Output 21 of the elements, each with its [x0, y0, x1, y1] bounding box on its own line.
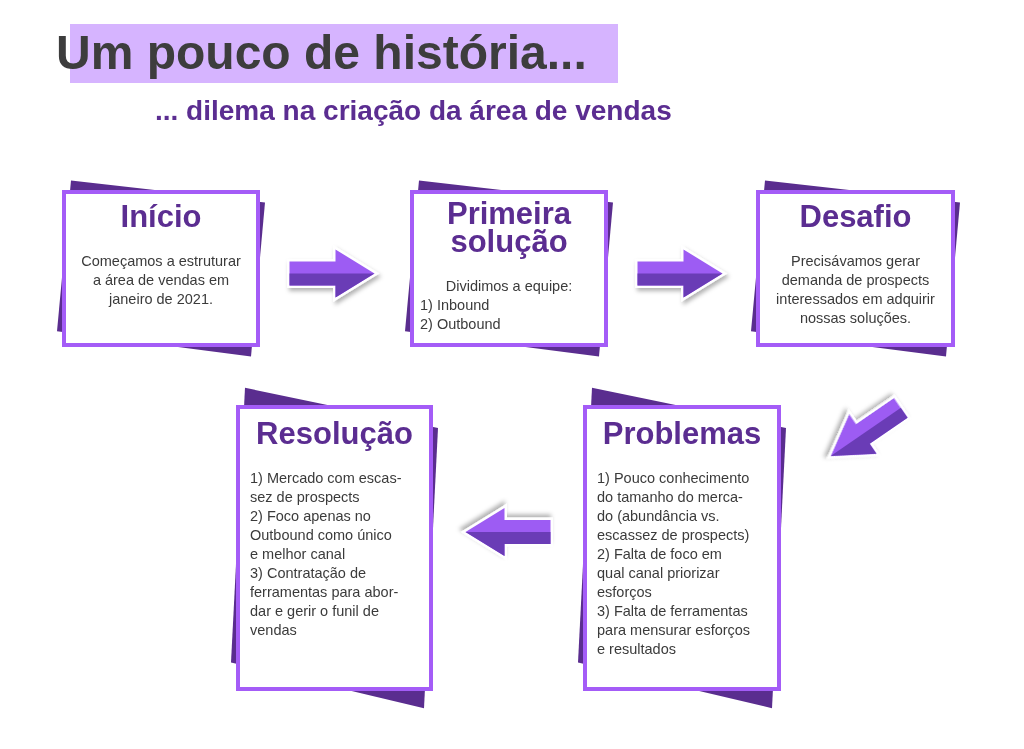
- subtitle: ... dilema na criação da área de vendas: [155, 95, 672, 127]
- card-text: 1) Pouco conhecimento do tamanho do merca- do (abundância vs. escassez de prospects): [597, 469, 751, 545]
- card-heading: Desafio: [798, 203, 913, 231]
- card-text: 2) Falta de foco em qual canal priorizar esforços: [597, 545, 723, 602]
- card-text: Dividimos a equipe:: [444, 277, 574, 296]
- card: [756, 190, 955, 347]
- card: [583, 405, 781, 691]
- card-text: 2) Foco apenas no Outbound como único e melhor canal: [250, 507, 393, 564]
- card-text: 2) Outbound: [420, 315, 502, 334]
- title: Um pouco de história...: [56, 24, 618, 83]
- card-text: 1) Inbound: [420, 296, 491, 315]
- card-text: Precisávamos gerar demanda de prospects interessados em adquirir nossas soluções.: [775, 252, 936, 328]
- card-text: 3) Falta de ferramentas para mensurar esforços e resultados: [597, 602, 752, 659]
- card-text: 1) Mercado com escas- sez de prospects: [250, 469, 403, 507]
- card: [236, 405, 433, 691]
- card-heading: Início: [119, 203, 203, 231]
- card-text: Começamos a estruturar a área de vendas em janeiro de 2021.: [80, 252, 242, 309]
- card: [62, 190, 260, 347]
- card: [410, 190, 608, 347]
- card-text: 3) Contratação de ferramentas para abor- dar e gerir o funil de vendas: [250, 564, 400, 640]
- card-heading: Problemas: [601, 420, 763, 448]
